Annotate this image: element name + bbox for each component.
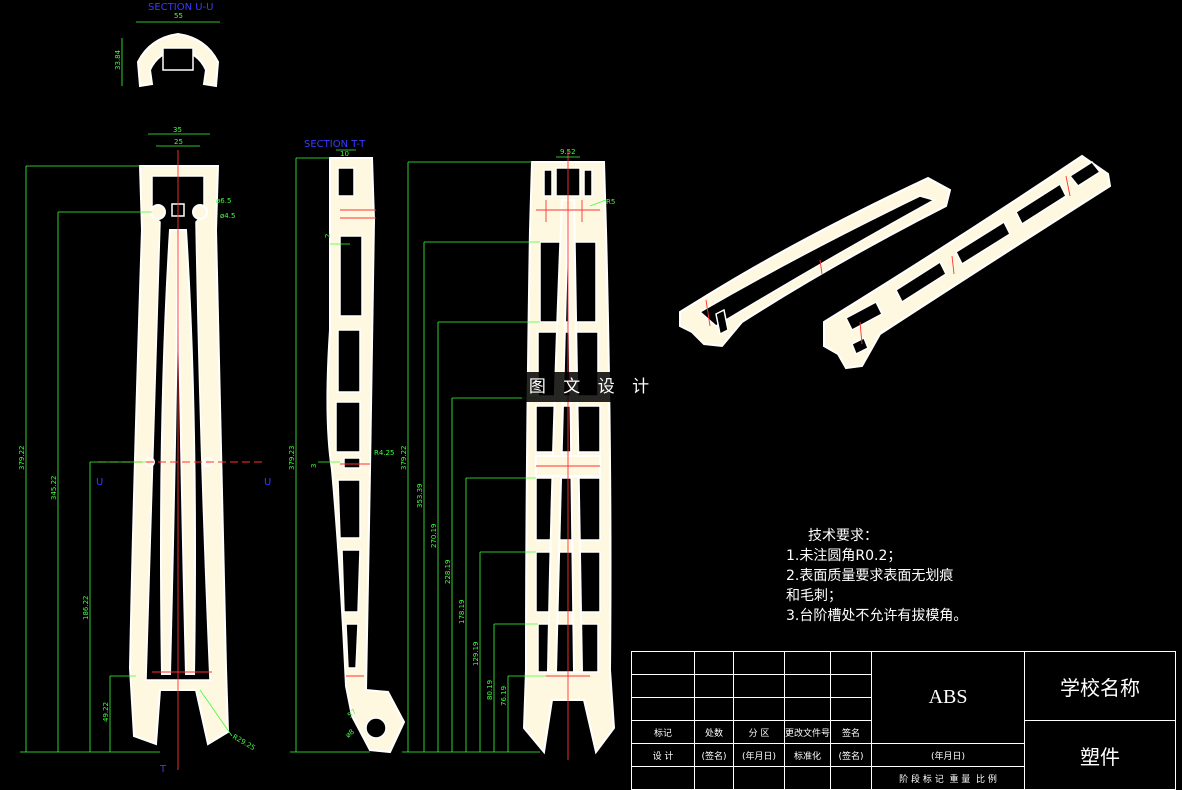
- dim-2: 2: [324, 234, 332, 238]
- dim-353-39: 353.39: [416, 484, 424, 509]
- dim-186-22: 186.22: [82, 596, 90, 621]
- dim-9-52: 9.52: [560, 148, 576, 156]
- tb-bottom-labels: 阶 段 标 记 重 量 比 例: [871, 766, 1026, 790]
- rear-view: 9.52 R5 379.22 353.39 270.19 228.19 178.…: [400, 148, 615, 760]
- dim-r5: R5: [606, 198, 615, 206]
- dim-33-84: 33.84: [114, 49, 122, 70]
- tb-label-count: 处数: [694, 720, 734, 744]
- dim-55: 55: [174, 12, 183, 20]
- section-tt-view: 10 2 3 R4.25 379.23 57 ø8: [288, 149, 406, 754]
- tb-label-sign: 签名: [830, 720, 873, 744]
- tb-label-std: 标准化: [783, 743, 832, 767]
- dim-49-22: 49.22: [102, 702, 110, 722]
- front-view: 35 25 ø6.5 ø4.5 379.22 345.22 186.22 49.…: [18, 126, 271, 775]
- tb-label-date2: (年月日): [871, 743, 1026, 767]
- dim-3: 3: [310, 464, 318, 468]
- technical-requirements: 技术要求： 1.未注圆角R0.2； 2.表面质量要求表面无划痕 和毛刺； 3.台…: [786, 526, 967, 626]
- tb-scale-label: 比 例: [976, 774, 997, 785]
- part-name: 塑件: [1024, 720, 1177, 790]
- dim-phi-4-5: ø4.5: [220, 212, 235, 220]
- isometric-view-1: [679, 176, 952, 348]
- label-u-left: U: [96, 477, 103, 488]
- title-block: ABS 学校名称 标记 处数 分 区 更改文件号 签名 塑件 设 计 (签名) …: [631, 651, 1177, 790]
- tb-label-sig1: (签名): [694, 743, 734, 767]
- school-name: 学校名称: [1024, 651, 1177, 721]
- dim-228-19: 228.19: [444, 560, 452, 585]
- tb-label-date1: (年月日): [733, 743, 785, 767]
- dim-25: 25: [174, 138, 183, 146]
- dim-270-19: 270.19: [430, 524, 438, 549]
- dim-phi-6-5: ø6.5: [216, 197, 231, 205]
- watermark: 图 文 设 计: [522, 372, 662, 402]
- dim-76-19: 76.19: [500, 686, 508, 706]
- tb-label-zone: 分 区: [733, 720, 785, 744]
- dim-10: 10: [340, 150, 349, 158]
- dim-rear-379-22: 379.22: [400, 446, 408, 471]
- dim-379-23: 379.23: [288, 446, 296, 471]
- tb-label-design: 设 计: [631, 743, 695, 767]
- label-t-bottom: T: [159, 764, 167, 775]
- isometric-view-2: [823, 154, 1112, 370]
- dim-r29-25: R29.25: [231, 733, 257, 752]
- section-tt-label: SECTION T-T: [304, 139, 366, 150]
- uu-slot: [162, 47, 194, 71]
- dim-345-22: 345.22: [50, 476, 58, 501]
- note-line: 2.表面质量要求表面无划痕: [786, 568, 954, 584]
- tb-label-mark: 标记: [631, 720, 695, 744]
- dim-129-19: 129.19: [472, 642, 480, 667]
- tb-label-sig2: (签名): [830, 743, 873, 767]
- dim-35: 35: [173, 126, 182, 134]
- tb-label-doc: 更改文件号: [783, 720, 832, 744]
- section-uu-label: SECTION U-U: [148, 2, 213, 13]
- note-line: 1.未注圆角R0.2；: [786, 548, 902, 564]
- notes-title: 技术要求：: [808, 528, 878, 544]
- dim-57: 57: [346, 708, 358, 720]
- note-line: 3.台阶槽处不允许有拔模角。: [786, 608, 968, 624]
- dim-379-22: 379.22: [18, 446, 26, 471]
- tb-weight-label: 重 量: [949, 774, 971, 785]
- material-cell: ABS: [871, 651, 1026, 744]
- tb-stage-label: 阶 段 标 记: [899, 774, 944, 785]
- note-line: 和毛刺；: [786, 588, 842, 604]
- dim-r4-25: R4.25: [374, 449, 394, 457]
- dim-80-19: 80.19: [486, 680, 494, 700]
- dim-178-19: 178.19: [458, 600, 466, 625]
- section-uu-view: 55 33.84: [114, 12, 220, 88]
- label-u-right: U: [264, 477, 271, 488]
- dim-phi-8: ø8: [344, 728, 356, 740]
